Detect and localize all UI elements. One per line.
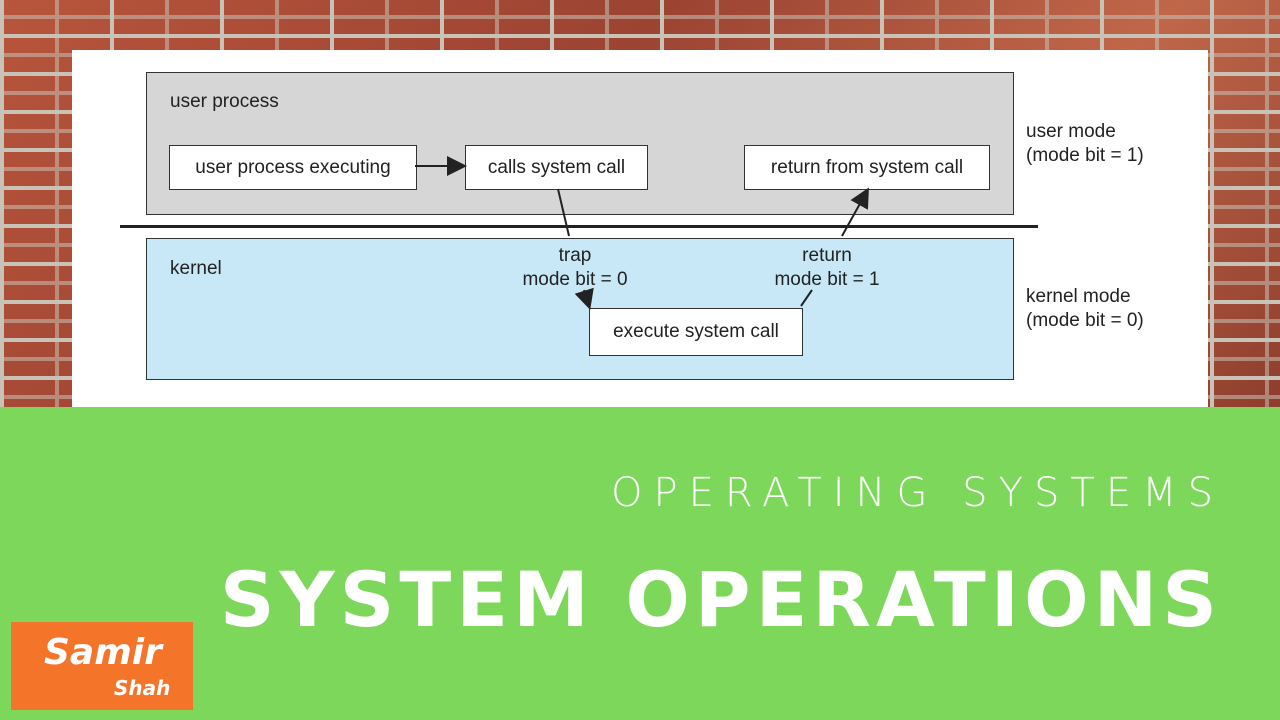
user-process-executing-box: user process executing [169, 145, 417, 190]
return-label: return mode bit = 1 [752, 244, 902, 292]
user-mode-label: user mode (mode bit = 1) [1026, 120, 1144, 168]
kernel-mode-line1: kernel mode [1026, 286, 1131, 307]
trap-label-line1: trap [558, 245, 592, 266]
logo-shah-text: Shah [114, 676, 171, 700]
arrow-trap-to-execute [574, 287, 594, 310]
main-title: SYSTEM OPERATIONS [219, 555, 1222, 644]
return-label-line1: return [802, 245, 852, 266]
execute-system-call-box: execute system call [589, 308, 803, 356]
kernel-mode-label: kernel mode (mode bit = 0) [1026, 285, 1144, 333]
arrow-return-to-return-from [841, 187, 869, 237]
arrow-calls-to-trap [557, 188, 570, 237]
user-process-region [146, 72, 1014, 215]
user-process-label: user process [170, 91, 279, 112]
calls-system-call-box: calls system call [465, 145, 648, 190]
trap-label-line2: mode bit = 0 [522, 269, 628, 290]
samir-shah-logo: Samir Shah [11, 622, 193, 710]
logo-samir-text: Samir [44, 632, 162, 673]
kernel-label: kernel [170, 258, 222, 279]
arrow-execute-to-return [800, 289, 813, 307]
subtitle-text: OPERATING SYSTEMS [611, 470, 1224, 516]
user-mode-line2: (mode bit = 1) [1026, 145, 1144, 166]
return-label-line2: mode bit = 1 [774, 269, 880, 290]
trap-label: trap mode bit = 0 [500, 244, 650, 292]
kernel-mode-line2: (mode bit = 0) [1026, 310, 1144, 331]
return-from-system-call-box: return from system call [744, 145, 990, 190]
diagram-arrows [415, 156, 869, 310]
title-banner [0, 407, 1280, 720]
system-call-diagram: user process kernel user process executi… [72, 50, 1208, 407]
mode-divider-line [120, 225, 1038, 228]
user-mode-line1: user mode [1026, 121, 1116, 142]
